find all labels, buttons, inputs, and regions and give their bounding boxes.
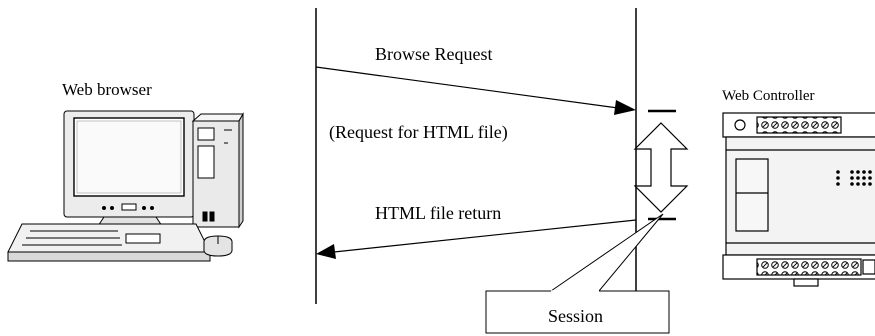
web-browser-label: Web browser [62,80,152,99]
web-controller-label: Web Controller [722,88,815,104]
session-label: Session [548,306,603,326]
html-file-return-label: HTML file return [375,203,501,223]
browse-request-label: Browse Request [375,44,492,64]
plc-controller-icon [722,112,875,287]
session-callout [485,213,670,334]
session-double-arrow [633,109,689,221]
request-note-label: (Request for HTML file) [329,122,508,143]
html-file-return-arrow [316,219,637,259]
browse-request-arrow [315,66,636,115]
desktop-computer-icon [7,110,244,262]
